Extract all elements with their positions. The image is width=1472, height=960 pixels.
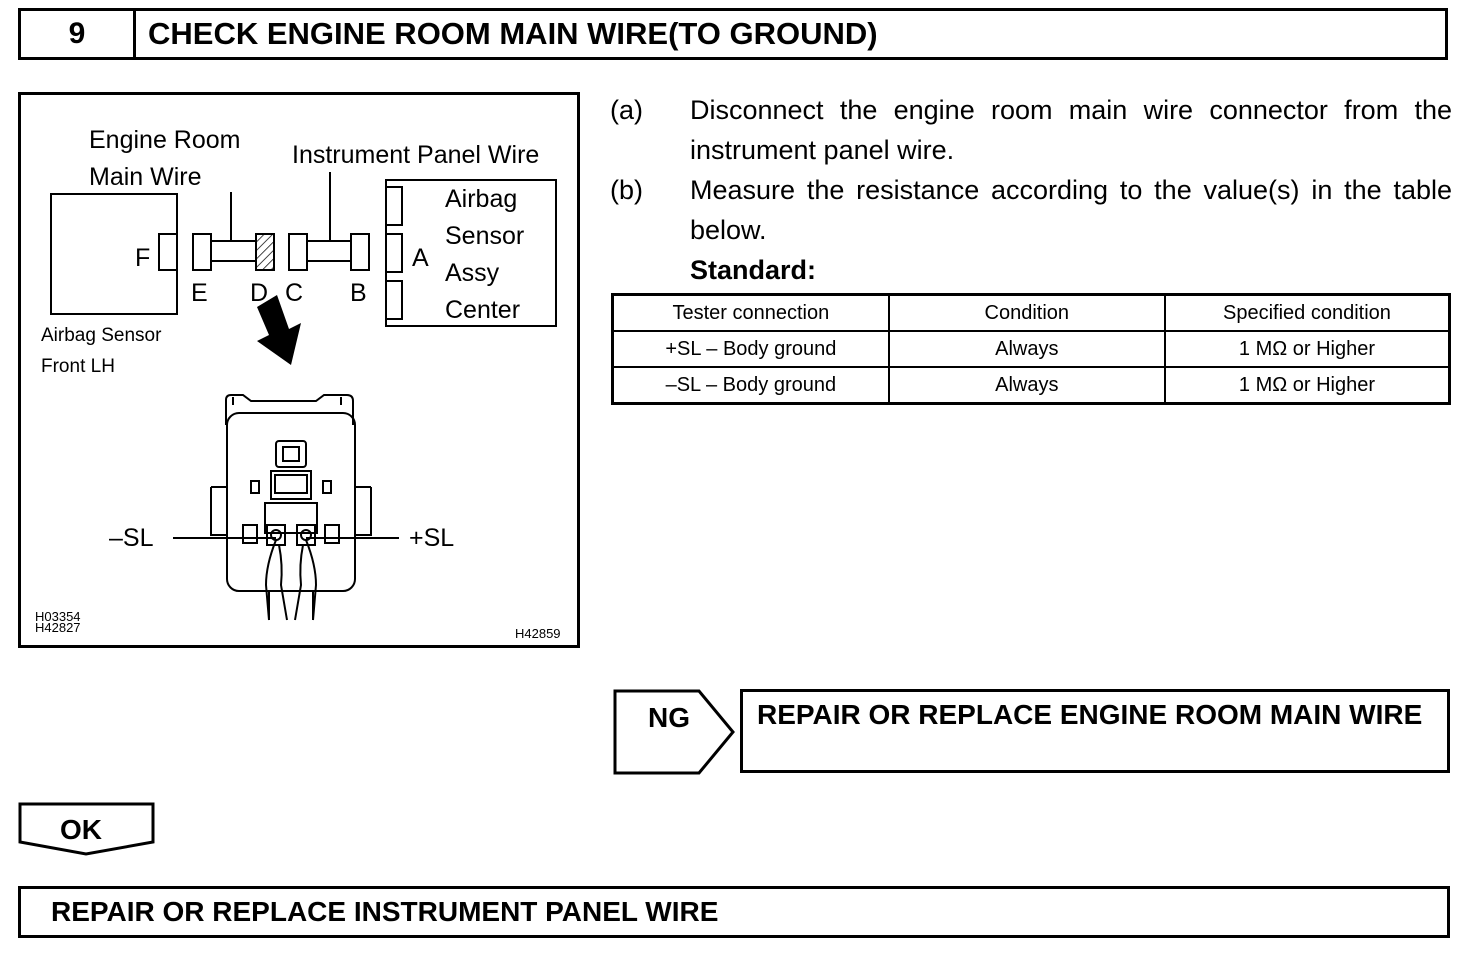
instruction-text: Measure the resistance according to the … [690,175,1452,245]
label-connector-a: A [412,244,429,272]
ok-label: OK [60,814,102,845]
label-airbag-assy-4: Center [445,296,521,324]
step-title: CHECK ENGINE ROOM MAIN WIRE(TO GROUND) [148,16,878,51]
connector-f [158,233,178,271]
table-cell: 1 MΩ or Higher [1163,330,1451,368]
wiring-diagram [50,172,557,621]
instructions: (a) Disconnect the engine room main wire… [610,90,1452,290]
wiring-diagram-figure: Engine Room Main Wire Instrument Panel W… [18,92,580,648]
table-cell: 1 MΩ or Higher [1163,366,1451,405]
label-airbag-front-2: Front LH [41,356,115,377]
instruction-b: (b) Measure the resistance according to … [610,170,1452,250]
instruction-a: (a) Disconnect the engine room main wire… [610,90,1452,170]
instruction-tag: (a) [610,95,643,125]
connector-c [288,233,308,271]
label-airbag-assy-1: Airbag [445,185,518,213]
standard-label: Standard: [690,255,817,285]
label-engine-room-1: Engine Room [89,126,241,154]
figure-code-2: H42827 [35,620,81,635]
final-action-box: REPAIR OR REPLACE INSTRUMENT PANEL WIRE [18,886,1450,938]
connector-d [255,233,275,271]
table-row: +SL – Body ground Always 1 MΩ or Higher [610,330,1451,368]
label-connector-f: F [135,244,151,272]
ok-arrow-icon [18,802,155,856]
figure-code-1: H03354 [35,609,81,624]
table-cell: Always [887,366,1166,405]
resistance-spec-table: Tester connection Condition Specified co… [610,293,1451,405]
connector-a [385,233,403,273]
instruction-tag: (b) [610,175,643,205]
connector-face-drawing [210,394,372,621]
table-header-cell: Condition [887,293,1166,332]
step-header: 9 CHECK ENGINE ROOM MAIN WIRE(TO GROUND) [18,8,1448,60]
table-header-cell: Tester connection [610,293,890,332]
down-arrow-icon [257,295,301,365]
table-header-cell: Specified condition [1163,293,1451,332]
label-airbag-front-1: Airbag Sensor [41,325,162,346]
label-plus-sl: +SL [409,524,455,552]
label-airbag-assy-2: Sensor [445,222,525,250]
label-airbag-assy-3: Assy [445,259,500,287]
table-cell: –SL – Body ground [610,366,890,405]
table-cell: Always [887,330,1166,368]
table-cell: +SL – Body ground [610,330,890,368]
step-number: 9 [21,11,136,57]
figure-code-3: H42859 [515,626,561,641]
connector-e [192,233,212,271]
instruction-text: Disconnect the engine room main wire con… [690,95,1452,165]
ng-action-box: REPAIR OR REPLACE ENGINE ROOM MAIN WIRE [740,689,1450,773]
label-instrument-panel-wire: Instrument Panel Wire [292,141,540,169]
label-connector-e: E [191,279,208,307]
label-connector-b: B [350,279,367,307]
label-connector-c: C [285,279,304,307]
label-minus-sl: –SL [109,524,154,552]
label-engine-room-2: Main Wire [89,163,202,191]
ng-arrow-icon [613,689,735,775]
connector-b [350,233,370,271]
table-header-row: Tester connection Condition Specified co… [610,293,1451,332]
table-row: –SL – Body ground Always 1 MΩ or Higher [610,366,1451,405]
ng-label: NG [648,702,690,733]
label-connector-d: D [250,279,269,307]
